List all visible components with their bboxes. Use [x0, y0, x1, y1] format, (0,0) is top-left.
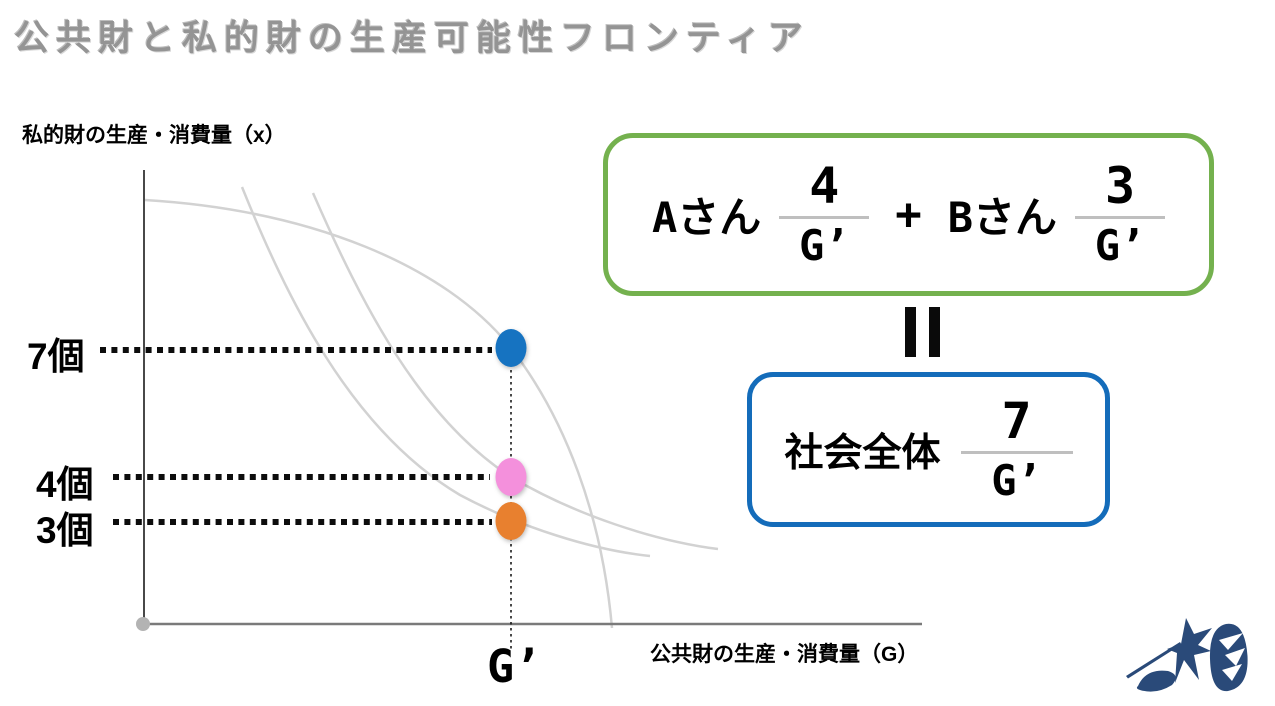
fraction-b-denominator: G’ — [1094, 220, 1146, 270]
point-dot-7-society — [495, 329, 527, 367]
plus-sign: + — [895, 189, 922, 240]
x-axis-label: 公共財の生産・消費量（G） — [650, 643, 919, 666]
fraction-b-numerator: 3 — [1104, 156, 1136, 215]
fraction-b-bar — [1075, 215, 1166, 219]
ppf-curve — [144, 198, 614, 629]
brand-logo-icon — [1126, 618, 1248, 692]
y-axis-label: 私的財の生産・消費量（x） — [22, 124, 286, 147]
society-label: 社会全体 — [784, 430, 941, 476]
tick-label-7: 7個 — [27, 336, 85, 377]
equals-bar-left — [904, 307, 916, 357]
tick-label-4: 4個 — [36, 464, 94, 505]
fraction-society: 7 G’ — [960, 391, 1073, 505]
fraction-society-numerator: 7 — [1001, 391, 1032, 450]
equals-bar-right — [928, 307, 940, 357]
total-formula-box: 社会全体 7 G’ — [747, 372, 1110, 527]
fraction-a-denominator: G’ — [798, 220, 850, 270]
slide-title: 公共財と私的財の生産可能性フロンティア — [14, 19, 810, 58]
person-a-label: Aさん — [651, 193, 762, 242]
sum-formula-box: Aさん 4 G’ + Bさん 3 G’ — [603, 133, 1214, 296]
fraction-person-b: 3 G’ — [1075, 156, 1166, 270]
person-b-label: Bさん — [947, 193, 1058, 242]
fraction-a-bar — [779, 215, 870, 219]
fraction-a-numerator: 4 — [809, 156, 840, 215]
point-dot-4-person-a — [495, 458, 527, 496]
fraction-person-a: 4 G’ — [779, 156, 870, 270]
point-dot-3-person-b — [495, 502, 527, 540]
origin-dot — [136, 617, 150, 631]
equals-sign — [892, 303, 952, 361]
fraction-society-denominator: G’ — [991, 455, 1042, 505]
x-tick-label-g-prime: G’ — [487, 640, 542, 693]
fraction-society-bar — [960, 450, 1073, 454]
tick-label-3: 3個 — [36, 510, 94, 551]
indifference-curve-a — [311, 192, 719, 551]
